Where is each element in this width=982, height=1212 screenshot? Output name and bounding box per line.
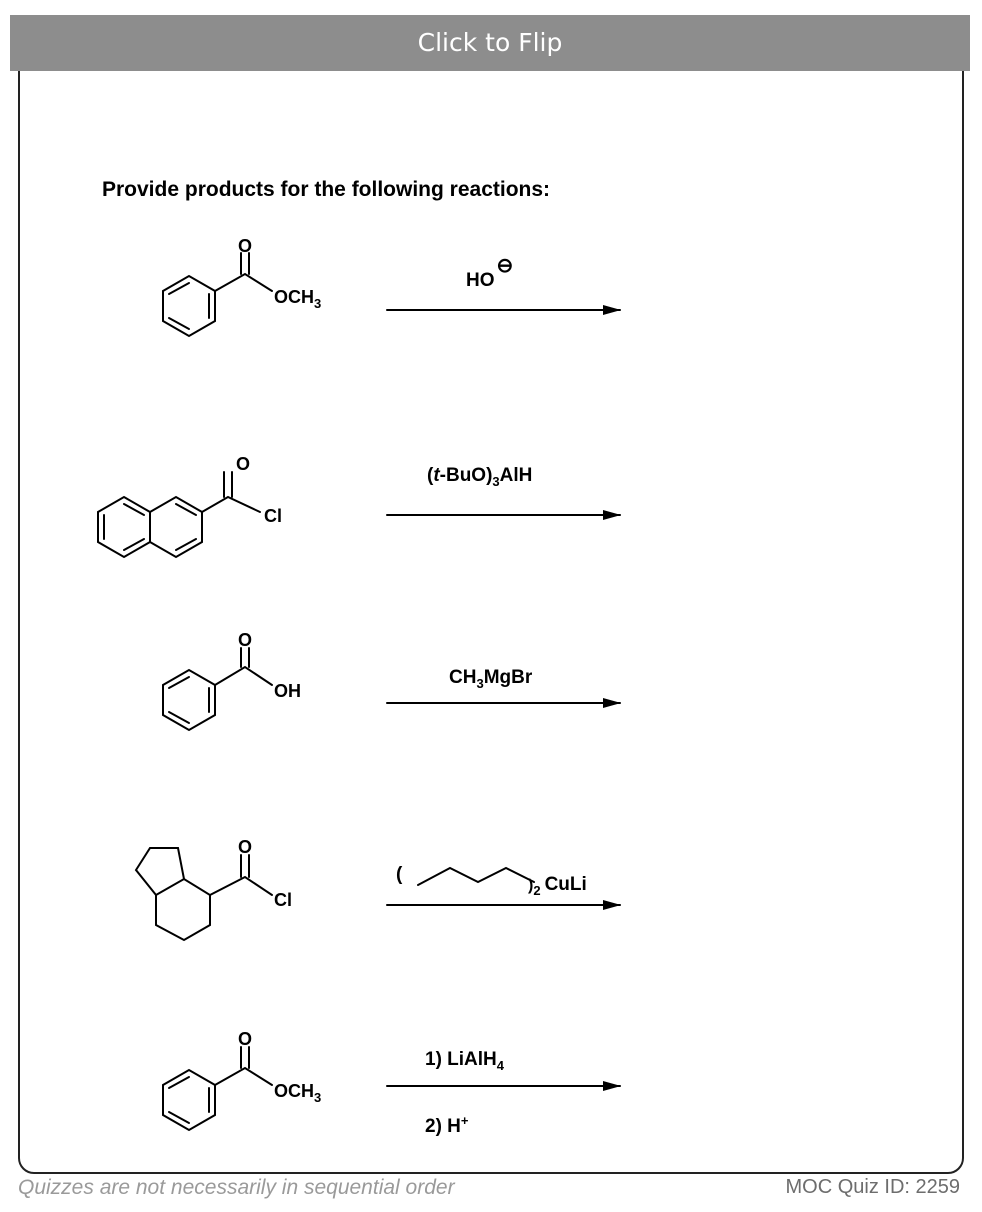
reagent-5-step2: 2) H+ xyxy=(425,1113,469,1137)
hydrindane-acid-chloride-structure xyxy=(134,847,273,942)
oxygen-label-5: O xyxy=(238,1029,252,1049)
sequence-disclaimer: Quizzes are not necessarily in sequentia… xyxy=(18,1176,455,1199)
butyl-chain xyxy=(417,866,535,886)
substituent-label-2: Cl xyxy=(264,506,282,526)
naphthoyl-chloride-structure xyxy=(97,471,261,559)
reagent-2: (t-BuO)3AlH xyxy=(427,465,532,489)
oxygen-label-2: O xyxy=(236,454,250,474)
reagent-3: CH3MgBr xyxy=(449,667,533,691)
substituent-label-4: Cl xyxy=(274,890,292,910)
quiz-id-label: MOC Quiz ID: 2259 xyxy=(785,1176,960,1198)
click-to-flip-button[interactable]: Click to Flip xyxy=(10,15,970,71)
substituent-label-3: OH xyxy=(274,681,301,701)
flashcard[interactable] xyxy=(18,22,964,1174)
question-prompt: Provide products for the following react… xyxy=(102,178,551,201)
reagent-4-paren: ( xyxy=(396,864,403,885)
oxygen-label-1: O xyxy=(238,236,252,256)
reagent-5-step1: 1) LiAlH4 xyxy=(425,1049,505,1073)
oxygen-label-3: O xyxy=(238,630,252,650)
benzoic-acid-structure xyxy=(162,647,273,732)
substituent-label-5: OCH3 xyxy=(274,1081,321,1105)
substituent-label-1: OCH3 xyxy=(274,287,321,311)
methyl-benzoate-structure xyxy=(162,252,273,338)
oxygen-label-4: O xyxy=(238,837,252,857)
reagent-1: HO⊖ xyxy=(466,255,513,291)
methyl-benzoate-structure-2 xyxy=(162,1046,273,1132)
